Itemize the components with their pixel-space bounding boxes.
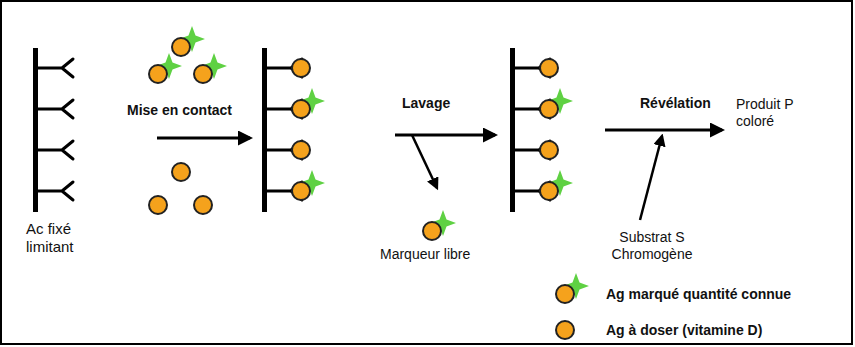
legend-item: Ag à doser (vitamine D) — [606, 321, 762, 339]
legend-text: Ag marqué quantité connue — [606, 286, 791, 303]
step-arrow — [157, 137, 250, 140]
step-label: Mise en contact — [127, 102, 232, 119]
label-slot: Lavage — [402, 95, 450, 112]
label-slot: Ac fixé limitant — [26, 220, 104, 256]
part-label: Substrat S Chromogène — [596, 229, 708, 263]
step-arrow — [395, 134, 495, 137]
antibody-support — [510, 48, 573, 212]
antibody-support — [33, 48, 73, 212]
step-label: Révélation — [640, 95, 711, 112]
part-label: Produit P coloré — [736, 96, 816, 130]
substrate-arrow — [640, 136, 662, 220]
step-arrow — [605, 129, 722, 132]
label-slot: Marqueur libre — [380, 246, 470, 263]
branch-arrow — [412, 135, 437, 188]
legend-item: Ag marqué quantité connue — [606, 285, 791, 303]
legend-text: Ag à doser (vitamine D) — [606, 322, 762, 339]
label-slot: Produit P coloré — [736, 96, 816, 130]
label-slot: Révélation — [640, 95, 711, 112]
antigen-cluster — [149, 26, 227, 214]
legend-sample — [556, 321, 574, 339]
step-label: Lavage — [402, 95, 450, 112]
part-label: Marqueur libre — [380, 246, 470, 263]
label-slot: Mise en contact — [127, 102, 232, 119]
free-marker — [423, 210, 456, 240]
label-slot: Substrat S Chromogène — [596, 229, 708, 263]
legend-sample — [556, 273, 589, 303]
antibody-support — [262, 48, 325, 212]
part-label: Ac fixé limitant — [26, 220, 104, 256]
